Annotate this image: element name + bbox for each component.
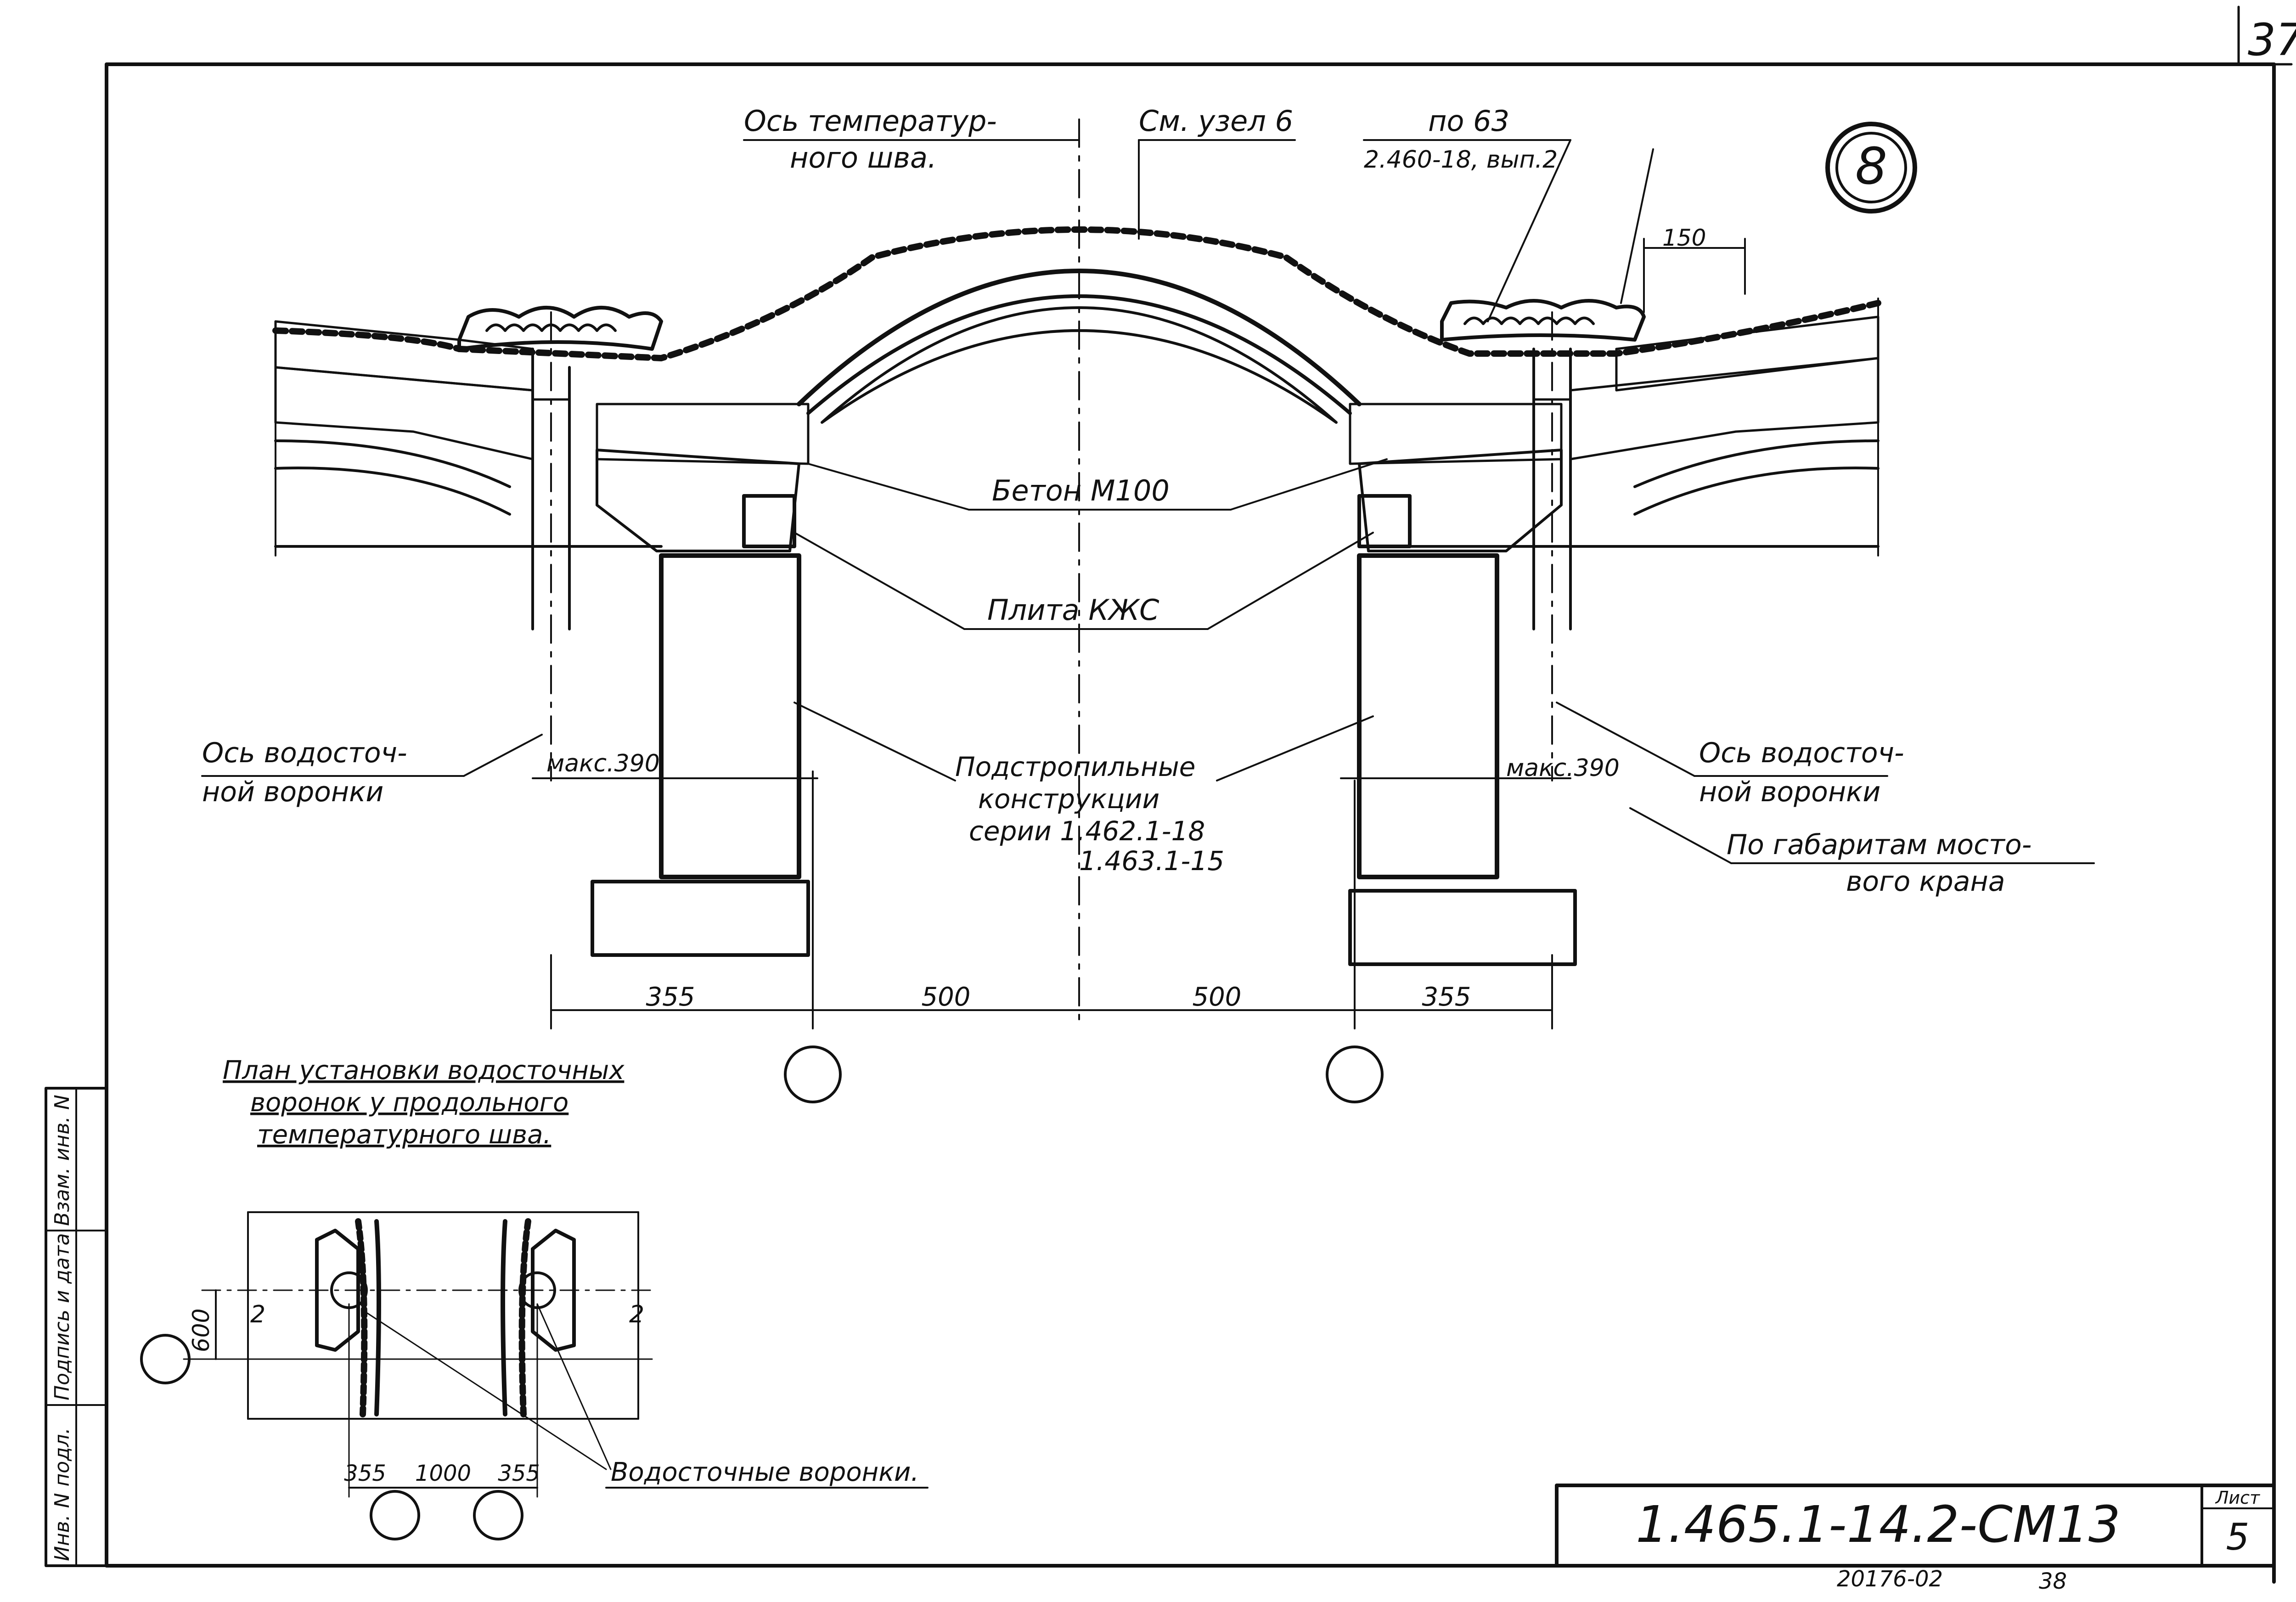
slab-kzhs-right — [1357, 494, 1412, 548]
beam-left — [591, 880, 810, 957]
callout-concrete: Бетон М100 — [992, 474, 1170, 507]
callout-drain-axis-left-2: ной воронки — [202, 776, 383, 808]
plan-section-mark-left: 2 — [250, 1301, 265, 1328]
stamp-signature-date: Подпись и дата — [51, 1233, 74, 1400]
insulation-right — [1615, 315, 1880, 392]
grid-axis-bubble-right — [1326, 1046, 1384, 1103]
page-number: 38 — [2039, 1568, 2067, 1594]
callout-ref-1: по 63 — [1428, 104, 1509, 138]
callout-truss-2: конструкции — [978, 783, 1159, 815]
callout-node-ref: См. узел 6 — [1139, 104, 1293, 138]
slab-kzhs-left — [742, 494, 796, 548]
callout-slab: Плита КЖС — [987, 593, 1159, 627]
callout-ref-2: 2.460-18, вып.2 — [1364, 146, 1558, 174]
title-block — [1555, 1484, 2276, 1568]
plan-dim-1000: 1000 — [415, 1461, 471, 1486]
dim-bottom-3: 500 — [1193, 982, 1242, 1012]
sheet-label: Лист — [2215, 1488, 2261, 1508]
dim-bottom-1: 355 — [646, 982, 695, 1012]
callout-crane-2: вого крана — [1846, 866, 2005, 898]
callout-temp-axis-1: Ось температур- — [744, 104, 997, 138]
callout-temp-axis-2: ного шва. — [790, 141, 937, 174]
detail-number: 8 — [1855, 137, 1887, 196]
sheet-frame — [105, 6, 2293, 1584]
column-left — [659, 553, 801, 879]
callout-crane-1: По габаритам мосто- — [1727, 829, 2032, 861]
concrete-fill-left — [274, 366, 534, 461]
corner-number: 37 — [2248, 14, 2296, 66]
plan-title-2: воронок у продольного — [250, 1088, 568, 1118]
callout-truss-1: Подстропильные — [955, 751, 1195, 782]
plan-title-1: План установки водосточных — [223, 1056, 625, 1085]
dim-bottom-4: 355 — [1422, 982, 1471, 1012]
callout-truss-4: 1.463.1-15 — [1079, 845, 1224, 877]
drain-funnel-right — [1440, 299, 1646, 630]
dim-150: 150 — [1662, 225, 1706, 251]
wedge-left — [596, 449, 800, 552]
detail-circle — [1825, 122, 1917, 214]
side-stamp — [45, 1087, 108, 1567]
callout-drain-axis-right-2: ной воронки — [1699, 776, 1880, 808]
concrete-m100-right — [1349, 403, 1563, 465]
dim-bottom-2: 500 — [922, 982, 971, 1012]
concrete-m100-left — [596, 403, 810, 465]
gravel-layer — [272, 226, 1881, 361]
stamp-inv-original: Инв. N подл. — [51, 1428, 74, 1561]
dim-max-right: макс.390 — [1506, 754, 1620, 782]
wedge-right — [1358, 449, 1563, 552]
plan-section-mark-right: 2 — [629, 1301, 644, 1328]
sheet-number: 5 — [2226, 1516, 2250, 1558]
callout-drain-axis-right-1: Ось водосточ- — [1699, 737, 1904, 769]
plan-funnel-left — [315, 1229, 360, 1352]
plan-funnels-label: Водосточные воронки. — [611, 1457, 919, 1487]
plan-title-3: температурного шва. — [257, 1120, 551, 1150]
plan-funnel-right — [531, 1229, 576, 1352]
roof-section — [201, 118, 2095, 1103]
column-right — [1357, 553, 1499, 879]
stamp-inv-replaced: Взам. инв. N — [51, 1095, 74, 1226]
beam-right — [1348, 889, 1577, 966]
archive-number: 20176-02 — [1837, 1566, 1943, 1592]
dim-max-left: макс.390 — [546, 750, 660, 777]
plan-dim-355-left: 355 — [344, 1461, 386, 1486]
plan-dim-600: 600 — [188, 1309, 214, 1352]
drawing-code: 1.465.1-14.2-CM13 — [1636, 1495, 2121, 1554]
arch-insulation — [821, 306, 1338, 424]
grid-axis-bubble-left — [784, 1046, 842, 1103]
plan-dim-355-right: 355 — [498, 1461, 540, 1486]
plan-view — [140, 1211, 929, 1540]
callout-truss-3: серии 1.462.1-18 — [969, 815, 1205, 847]
callout-drain-axis-left-1: Ось водосточ- — [202, 737, 407, 769]
